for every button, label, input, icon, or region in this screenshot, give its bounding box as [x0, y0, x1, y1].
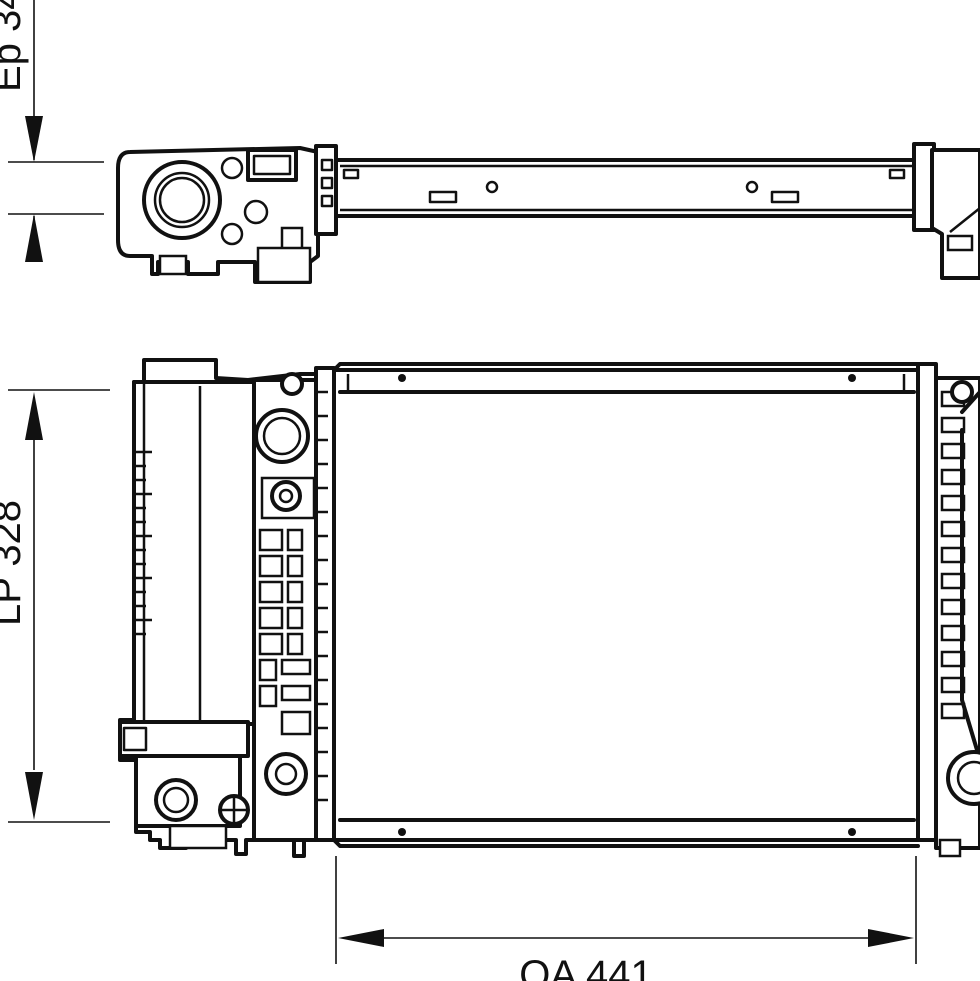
left-tank — [118, 358, 318, 858]
width-label: OA 441 — [519, 953, 652, 981]
height-dimension: LP 328 — [0, 389, 110, 823]
right-tank — [916, 362, 980, 858]
top-right-tank — [930, 148, 980, 280]
front-view: LP 328 — [0, 358, 980, 981]
thickness-label: Ep 34 — [0, 0, 29, 92]
thickness-dimension: Ep 34 — [0, 0, 104, 262]
top-left-tank — [116, 146, 320, 284]
left-comb — [314, 366, 336, 842]
height-label: LP 328 — [0, 500, 29, 626]
width-dimension: OA 441 — [335, 856, 917, 981]
radiator-core — [332, 362, 920, 848]
top-view: Ep 34 — [0, 0, 980, 284]
top-core — [314, 142, 936, 236]
